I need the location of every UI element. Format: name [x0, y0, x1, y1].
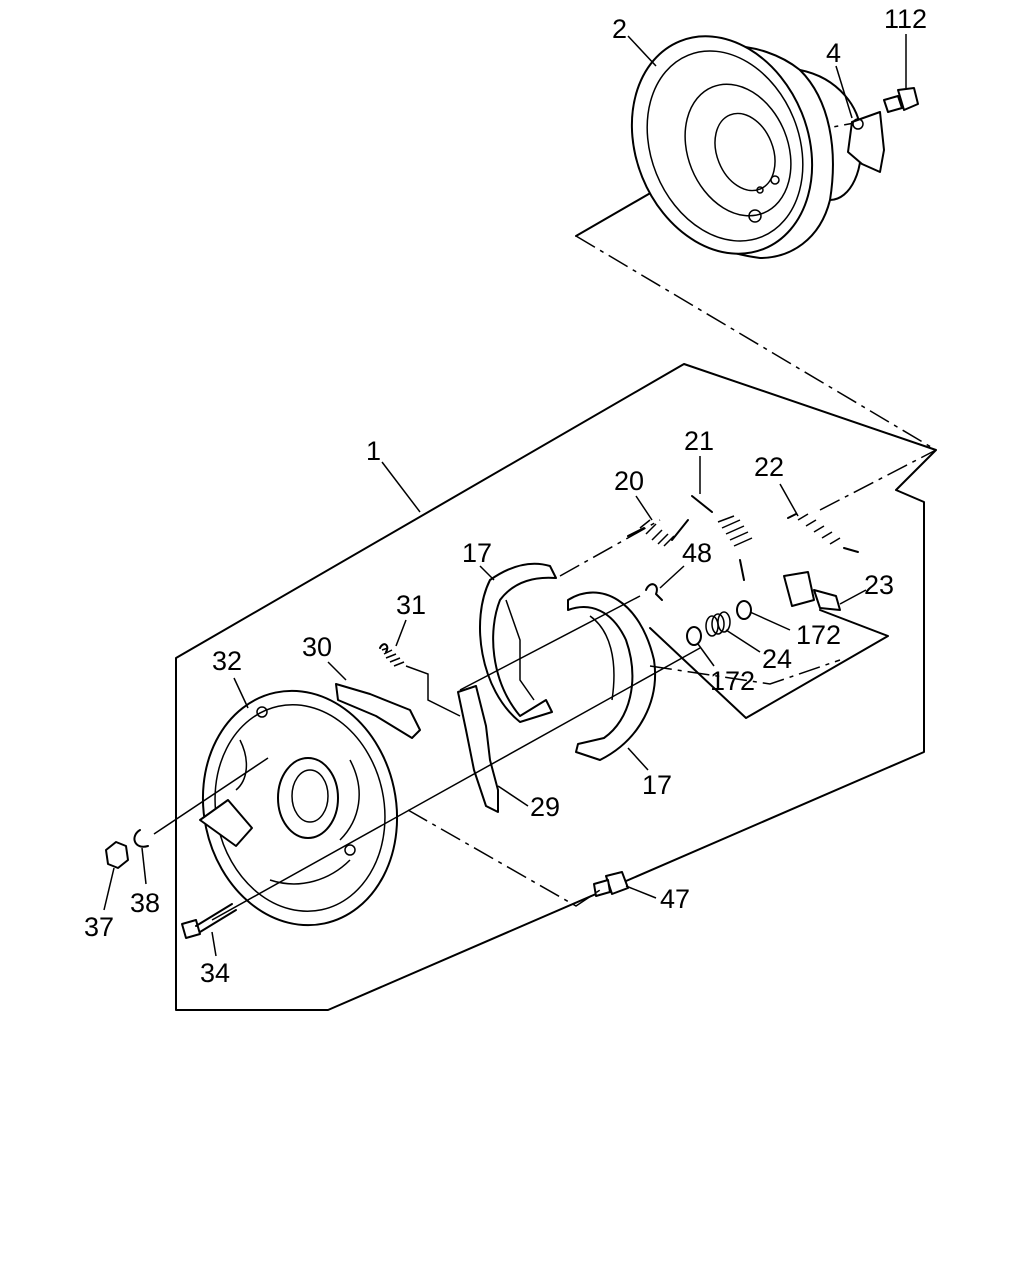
label-part-17-rear: 17 — [462, 538, 492, 568]
bolt-34 — [181, 903, 237, 939]
leader-31 — [395, 619, 407, 647]
spring-20 — [627, 519, 689, 547]
leader-37 — [103, 867, 115, 911]
label-part-31: 31 — [396, 590, 426, 620]
leader-4 — [835, 65, 853, 119]
leader-17a — [479, 565, 495, 581]
adjuster-dash — [649, 659, 841, 685]
leader-2 — [627, 35, 657, 67]
drum-lower-dash — [819, 449, 937, 511]
label-part-1: 1 — [366, 436, 381, 466]
spring-21 — [691, 495, 753, 581]
label-part-38: 38 — [130, 888, 160, 918]
leader-1 — [381, 461, 421, 513]
parking-lever — [457, 685, 499, 813]
brake-shoe-rear — [479, 562, 557, 723]
brake-drum — [630, 35, 863, 259]
label-part-2: 2 — [612, 14, 627, 44]
leader-34 — [211, 931, 217, 957]
label-part-47: 47 — [660, 884, 690, 914]
label-part-48: 48 — [682, 538, 712, 568]
label-part-172-lower: 172 — [710, 666, 755, 696]
axis-line-spring — [559, 519, 661, 577]
plug-47 — [593, 871, 629, 897]
bracket-plate — [847, 111, 885, 173]
leader-24 — [725, 629, 761, 653]
label-part-24: 24 — [762, 644, 792, 674]
axis-line-upper — [153, 757, 269, 835]
axis-line-main — [211, 647, 701, 921]
adjuster-lever — [335, 683, 421, 739]
screw-112 — [883, 87, 919, 113]
label-part-22: 22 — [754, 452, 784, 482]
backing-plate — [199, 689, 399, 927]
adjuster-23 — [783, 571, 841, 611]
label-part-17-front: 17 — [642, 770, 672, 800]
label-part-37: 37 — [84, 912, 114, 942]
nut-37 — [105, 841, 129, 869]
drum-bracket-dash — [575, 235, 937, 451]
washer-172-lower — [686, 626, 702, 646]
leader-38 — [141, 847, 147, 885]
label-part-4: 4 — [826, 38, 841, 68]
leader-48 — [659, 565, 685, 589]
leader-20 — [635, 495, 653, 521]
leader-23 — [839, 589, 867, 605]
label-part-34: 34 — [200, 958, 230, 988]
leader-30 — [327, 661, 347, 681]
spring-31 — [379, 643, 405, 667]
label-part-172-upper: 172 — [796, 620, 841, 650]
label-part-21: 21 — [684, 426, 714, 456]
leader-172a — [749, 611, 791, 631]
circlip-38 — [133, 829, 149, 848]
axis-line-shoe — [459, 595, 641, 691]
leader-22 — [779, 483, 799, 517]
axis-line-47 — [407, 809, 601, 907]
leader-32 — [233, 677, 249, 709]
washer-172-upper — [736, 600, 752, 620]
assembly-outline — [175, 363, 937, 1011]
label-part-112: 112 — [884, 4, 927, 34]
leader-47 — [625, 885, 657, 899]
leader-29 — [497, 785, 529, 807]
brake-shoe-front — [567, 591, 656, 761]
label-part-20: 20 — [614, 466, 644, 496]
leader-172b — [697, 643, 715, 667]
label-part-30: 30 — [302, 632, 332, 662]
leader-17b — [627, 747, 649, 771]
lever-link-line — [405, 665, 461, 717]
spring-24 — [705, 611, 731, 637]
clip-48 — [645, 583, 663, 601]
label-part-29: 29 — [530, 792, 560, 822]
spring-22 — [787, 513, 859, 553]
label-part-23: 23 — [864, 570, 894, 600]
label-part-32: 32 — [212, 646, 242, 676]
